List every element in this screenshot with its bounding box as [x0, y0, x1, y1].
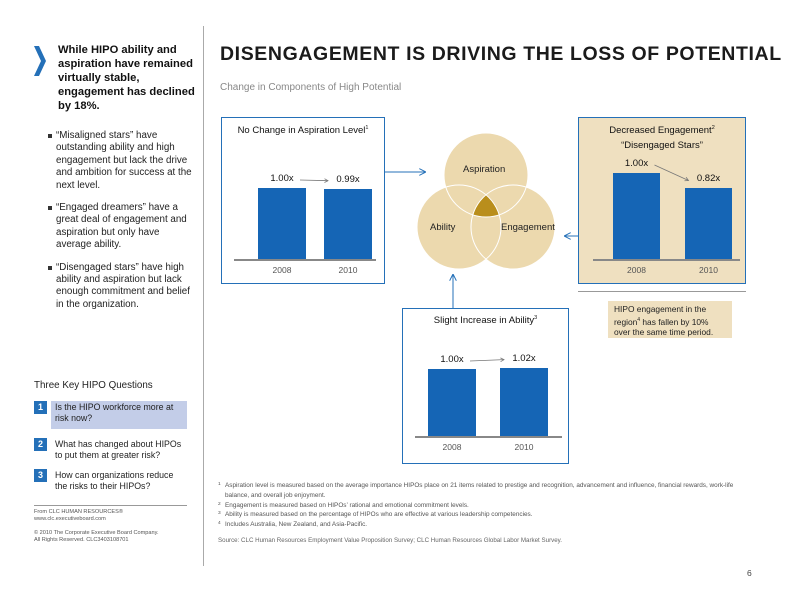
source-from: From CLC HUMAN RESOURCES®	[34, 509, 123, 515]
data-label-2010: 1.02x	[512, 352, 536, 364]
divider	[34, 505, 187, 506]
tick-label-2010: 2010	[514, 442, 534, 452]
trend-arrow-icon	[654, 164, 690, 182]
tick-label-2010: 2010	[338, 265, 358, 275]
bar-2008	[258, 188, 306, 259]
question-number: 3	[34, 469, 47, 482]
bullet-engaged-dreamers: “Engaged dreamers” have a great deal of …	[48, 202, 196, 252]
components-venn-diagram	[416, 132, 556, 270]
chart-title: No Change in Aspiration Level1	[237, 125, 369, 137]
question-1[interactable]: 1 Is the HIPO workforce more at risk now…	[34, 401, 187, 431]
question-3[interactable]: 3 How can organizations reduce the risks…	[34, 469, 187, 499]
rights: All Rights Reserved. CLC3403108701	[34, 537, 129, 544]
venn-label-aspiration: Aspiration	[463, 164, 506, 175]
data-label-2010: 0.82x	[696, 173, 721, 185]
trend-arrow-icon	[299, 178, 329, 183]
question-text: How can organizations reduce the risks t…	[55, 470, 174, 492]
bar-2008	[428, 369, 476, 436]
venn-center-overlap	[471, 185, 501, 217]
bar-2010	[685, 188, 732, 259]
bullet-misaligned-stars: “Misaligned stars” have outstanding abil…	[48, 130, 196, 192]
page-title: DISENGAGEMENT IS DRIVING THE LOSS OF POT…	[220, 43, 782, 65]
chart-baseline	[415, 436, 562, 438]
data-label-2008: 1.00x	[270, 173, 294, 184]
key-takeaway: While HIPO ability and aspiration have r…	[58, 44, 195, 112]
data-label-2008: 1.00x	[624, 158, 649, 169]
tick-label-2008: 2008	[627, 265, 646, 275]
chart-title: Slight Increase in Ability3	[433, 315, 538, 327]
bullet-disengaged-stars: “Disengaged stars” have high ability and…	[48, 262, 196, 312]
data-label-2008: 1.00x	[440, 354, 464, 365]
page-number: 6	[747, 568, 752, 578]
trend-arrow-icon	[469, 357, 505, 363]
question-text: Is the HIPO workforce more at risk now?	[51, 401, 187, 429]
source-url: www.clc.executiveboard.com	[34, 516, 106, 523]
chart-source: Source: CLC Human Resources Employment V…	[218, 537, 563, 544]
tick-label-2010: 2010	[699, 265, 718, 275]
segment-definitions: “Misaligned stars” have outstanding abil…	[48, 130, 196, 321]
questions-title: Three Key HIPO Questions	[34, 380, 153, 391]
tick-label-2008: 2008	[272, 265, 292, 275]
chart-subtitle: “Disengaged Stars”	[621, 140, 703, 151]
chart-baseline	[593, 259, 740, 261]
bar-2010	[324, 188, 372, 259]
chart-title: Decreased Engagement2	[609, 125, 715, 137]
bar-2008	[613, 173, 660, 259]
page-subtitle: Change in Components of High Potential	[220, 82, 402, 93]
aspiration-chart-panel: No Change in Aspiration Level1 1.00x 2008…	[221, 117, 385, 284]
bar-2010	[500, 367, 548, 436]
copyright: © 2010 The Corporate Executive Board Com…	[34, 529, 159, 536]
chart-baseline	[234, 259, 376, 261]
tick-label-2008: 2008	[442, 442, 462, 452]
engagement-chart-panel: Decreased Engagement2 “Disengaged Stars”…	[578, 117, 746, 284]
ability-chart-panel: Slight Increase in Ability3 1.00x 2008 1.0…	[402, 308, 569, 464]
question-number: 1	[34, 401, 47, 414]
venn-label-engagement: Engagement	[501, 222, 555, 233]
regional-note: HIPO engagement in the region4 has falle…	[608, 301, 732, 338]
chevron-right-icon	[34, 46, 46, 76]
column-divider	[203, 26, 204, 566]
question-number: 2	[34, 438, 47, 451]
data-label-2010: 0.99x	[336, 173, 360, 185]
divider	[578, 291, 746, 292]
venn-label-ability: Ability	[430, 222, 456, 233]
question-text: What has changed about HIPOs to put them…	[55, 439, 182, 461]
question-2[interactable]: 2 What has changed about HIPOs to put th…	[34, 438, 187, 468]
source-credits: From CLC HUMAN RESOURCES® www.clc.execut…	[34, 509, 194, 545]
